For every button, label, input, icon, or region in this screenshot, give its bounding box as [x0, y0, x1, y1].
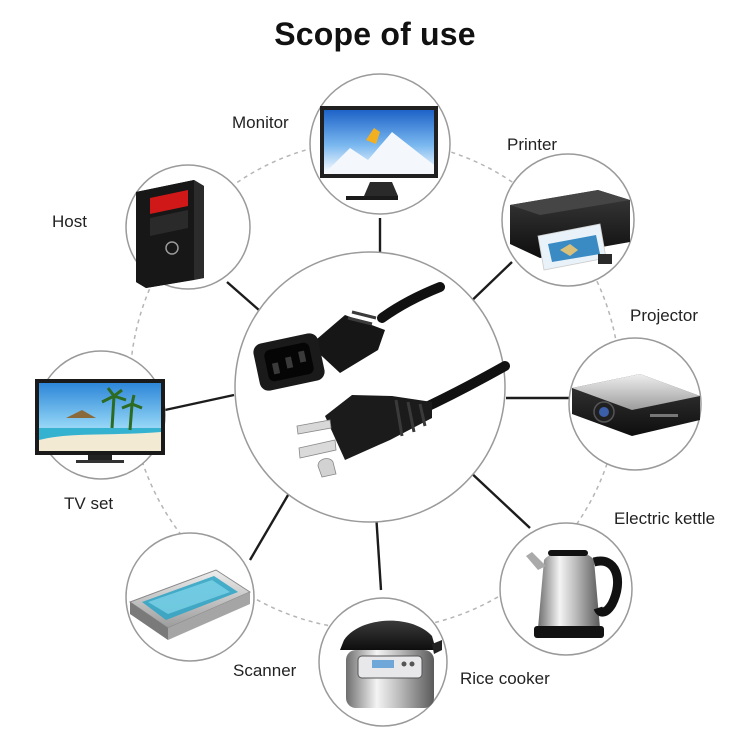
device-monitor: [309, 73, 451, 215]
device-scanner: [125, 532, 255, 662]
power-cord-icon: [234, 251, 510, 523]
label-printer: Printer: [507, 135, 558, 154]
scanner-icon: [128, 569, 252, 640]
label-host: Host: [52, 212, 87, 231]
printer-icon: [510, 190, 630, 271]
label-monitor: Monitor: [232, 113, 289, 132]
tv-icon: [35, 379, 165, 463]
label-electric-kettle: Electric kettle: [614, 509, 716, 528]
label-tv-set: TV set: [64, 494, 114, 513]
device-tv: [35, 350, 166, 480]
kettle-icon: [526, 550, 623, 638]
device-kettle: [499, 522, 633, 656]
label-rice-cooker: Rice cooker: [460, 669, 550, 688]
connector-line-kettle: [467, 469, 531, 529]
device-host: [125, 164, 251, 290]
label-scanner: Scanner: [233, 661, 297, 680]
rice-cooker-icon: [340, 620, 442, 708]
computer-tower-icon: [136, 180, 204, 288]
connector-line-tv: [164, 393, 235, 412]
projector-icon: [572, 374, 700, 436]
monitor-icon: [320, 106, 438, 200]
page-title: Scope of use: [274, 16, 476, 52]
device-projector: [568, 337, 702, 471]
device-printer: [501, 153, 635, 287]
label-projector: Projector: [630, 306, 699, 325]
device-rice-cooker: [318, 597, 448, 727]
